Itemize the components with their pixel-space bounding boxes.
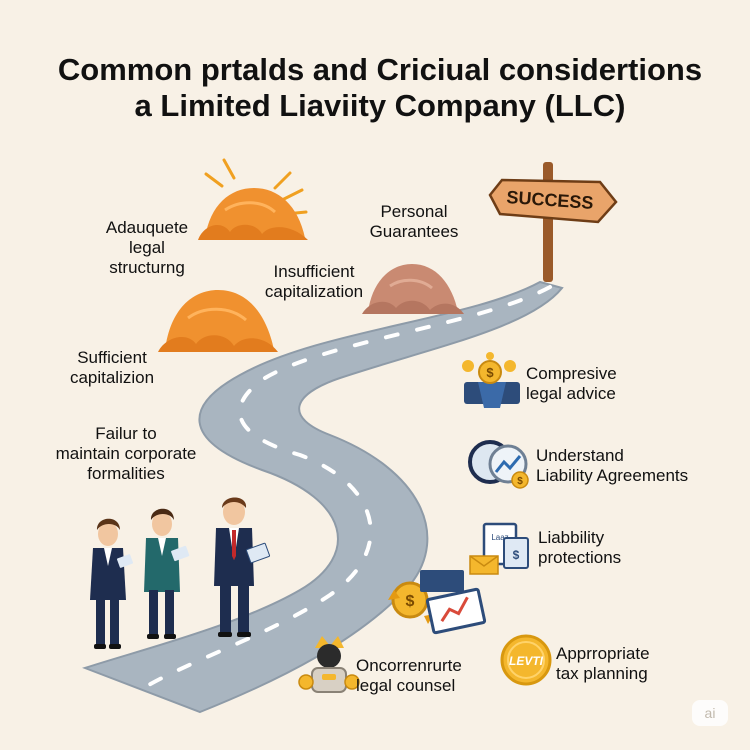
sand-mound-icon (198, 188, 308, 240)
doc-text: Laaz (491, 533, 508, 542)
label-liability-protections: Liabbility protections (538, 528, 622, 567)
label-tax-planning: Apprropriate tax planning (556, 644, 650, 683)
road (82, 280, 564, 714)
svg-text:$: $ (513, 548, 520, 562)
label-personal-guarantees: Personal Guarantees (369, 202, 459, 241)
svg-text:$: $ (486, 365, 494, 380)
rock-mound-icon (362, 264, 464, 314)
label-sufficient-capitalization: Sufficient capitalizion (69, 348, 155, 387)
label-adequate-structuring: Adauquete legal structurng (105, 218, 189, 277)
tax-coin-text: LEVTI (509, 654, 544, 668)
clipboard-chart-icon (420, 570, 487, 635)
label-legal-counsel: Oncorrenrurte legal counsel (356, 656, 462, 695)
watermark-badge: ai (692, 700, 728, 726)
businessman-figure (214, 497, 271, 637)
magnifier-chart-icon: $ (468, 440, 529, 489)
tax-coin-icon: LEVTI (500, 634, 552, 686)
svg-text:$: $ (406, 593, 415, 610)
success-signpost (488, 162, 618, 282)
label-failure-formalities: Failur to maintain corporate formalities (55, 424, 197, 483)
sand-mound-icon (158, 290, 278, 352)
label-understand-agreements: Understand Liability Agreements (536, 446, 689, 485)
businesswoman-figure-left (90, 518, 134, 649)
documents-envelope-icon: Laaz $ (469, 522, 529, 575)
label-comprehensive-advice: Compresive legal advice (526, 364, 617, 403)
label-insufficient-capitalization: Insufficient capitalization (264, 262, 364, 301)
svg-text:$: $ (517, 476, 523, 487)
robot-counsel-icon (298, 636, 360, 693)
title-line-2: a Limited Liaviity Company (LLC) (134, 88, 626, 123)
money-advisor-icon: $ (462, 352, 520, 408)
sun-rays-icon (204, 158, 308, 216)
title-line-1: Common prtalds and Criciual considertion… (57, 52, 703, 87)
coin-stack-icon: $ (388, 581, 434, 624)
businesswoman-figure-middle (144, 508, 190, 639)
